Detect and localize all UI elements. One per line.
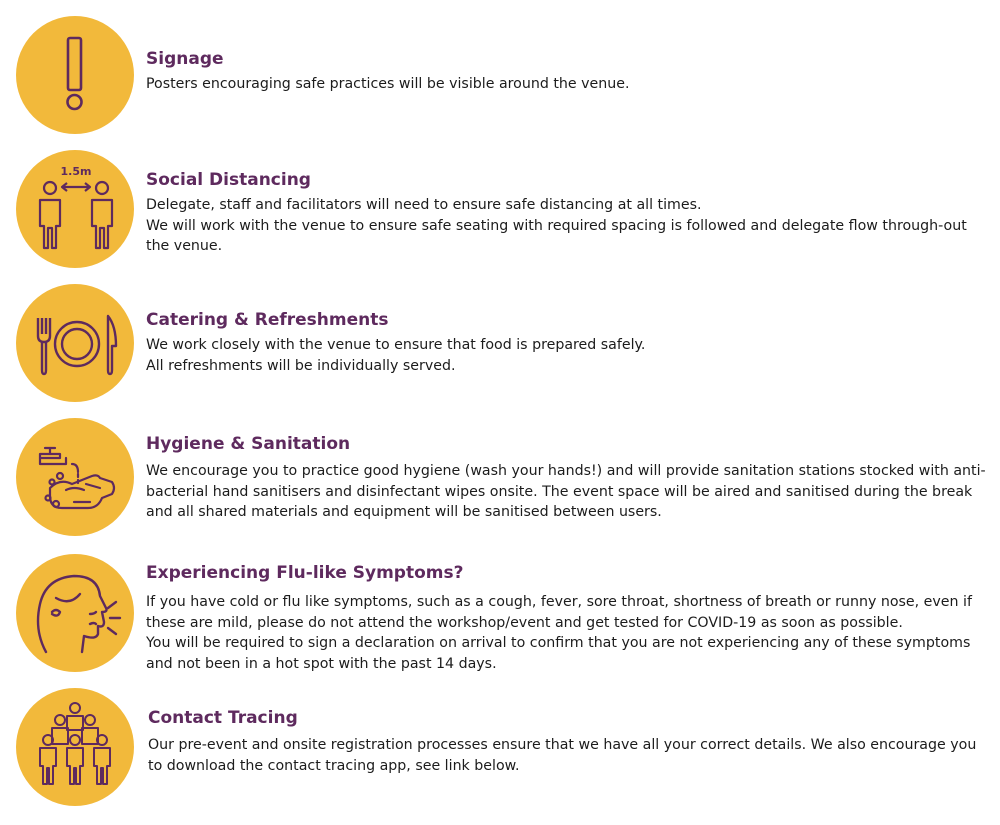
section-paragraph: We encourage you to practice good hygien… xyxy=(146,463,986,520)
section-paragraph: We will work with the venue to ensure sa… xyxy=(146,217,967,255)
section-body: We work closely with the venue to ensure… xyxy=(146,335,986,376)
section-title: Social Distancing xyxy=(146,170,311,190)
distance-label: 1.5m xyxy=(61,165,92,178)
section-title: Catering & Refreshments xyxy=(146,310,389,330)
crowd-icon xyxy=(16,688,134,806)
handwashing-icon xyxy=(16,418,134,536)
section-title: Contact Tracing xyxy=(148,708,298,728)
social-distancing-icon: 1.5m xyxy=(16,150,134,268)
section-paragraph: If you have cold or flu like symptoms, s… xyxy=(146,594,972,631)
plate-cutlery-icon xyxy=(16,284,134,402)
section-paragraph: Our pre-event and onsite registration pr… xyxy=(148,737,977,774)
section-body: If you have cold or flu like symptoms, s… xyxy=(146,592,994,674)
section-body: Delegate, staff and facilitators will ne… xyxy=(146,195,971,257)
coughing-person-icon xyxy=(16,554,134,672)
section-paragraph: We work closely with the venue to ensure… xyxy=(146,337,646,353)
exclamation-icon xyxy=(16,16,134,134)
section-title: Signage xyxy=(146,49,224,69)
section-paragraph: Delegate, staff and facilitators will ne… xyxy=(146,197,702,213)
section-paragraph: All refreshments will be individually se… xyxy=(146,357,456,374)
section-title: Experiencing Flu-like Symptoms? xyxy=(146,563,464,583)
section-paragraph: Posters encouraging safe practices will … xyxy=(146,76,630,92)
section-body: We encourage you to practice good hygien… xyxy=(146,461,991,523)
section-paragraph: You will be required to sign a declarati… xyxy=(146,635,971,672)
section-body: Our pre-event and onsite registration pr… xyxy=(148,735,983,776)
section-title: Hygiene & Sanitation xyxy=(146,434,351,454)
section-body: Posters encouraging safe practices will … xyxy=(146,74,986,95)
